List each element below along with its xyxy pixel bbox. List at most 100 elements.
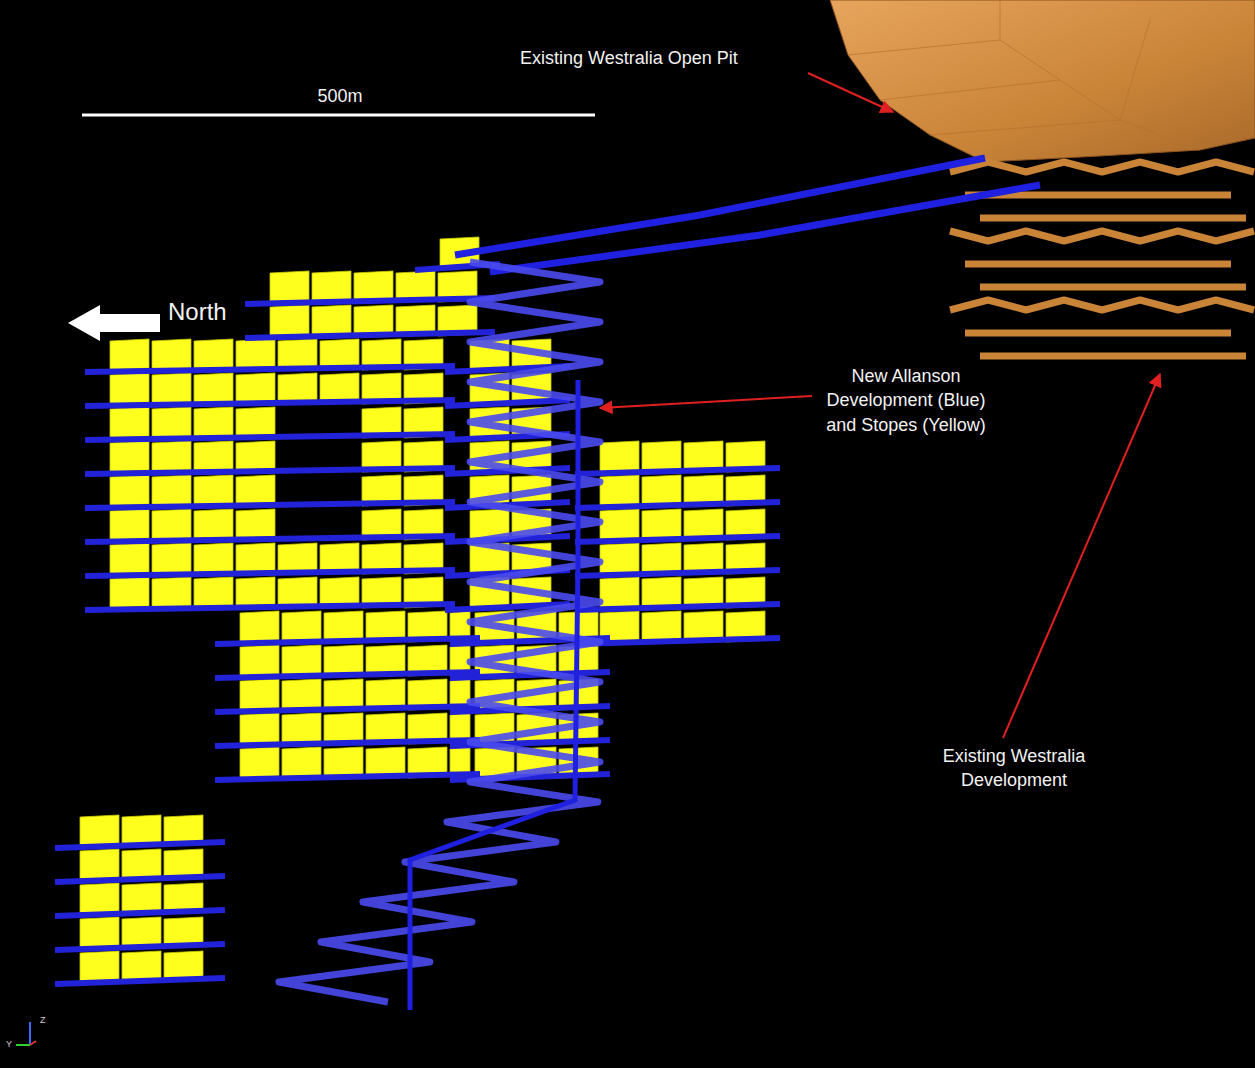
development-level [980, 353, 1246, 360]
callout-label: New Allanson Development (Blue) and Stop… [820, 364, 992, 437]
stope [152, 407, 191, 438]
stope [110, 577, 149, 608]
stope [194, 407, 233, 438]
level-drive [575, 604, 780, 610]
stope [354, 305, 393, 336]
north-label: North [168, 296, 258, 328]
development-level [950, 162, 1254, 172]
stope [194, 339, 233, 370]
development-level [950, 231, 1254, 241]
level-drive [445, 400, 570, 406]
stope [110, 509, 149, 540]
open-pit [830, 0, 1255, 162]
stope [152, 339, 191, 370]
stope [240, 645, 279, 676]
stope [324, 679, 363, 710]
level-drives [55, 264, 780, 984]
stope [600, 543, 639, 574]
stope [80, 917, 119, 948]
stope [152, 509, 191, 540]
stope [236, 543, 275, 574]
stope [642, 611, 681, 642]
stope [642, 543, 681, 574]
stope [236, 509, 275, 540]
stope [236, 441, 275, 472]
level-drive [575, 502, 780, 508]
axis-triad [16, 1022, 36, 1045]
scale-bar [82, 114, 595, 117]
stope [236, 339, 275, 370]
pit-facets [848, 0, 1200, 150]
access-decline [490, 185, 1040, 272]
level-drive [55, 842, 225, 848]
callout-arrow [808, 73, 893, 112]
callout-arrow [600, 396, 812, 408]
stope [240, 679, 279, 710]
level-drive [85, 570, 455, 576]
pit-facet [1060, 80, 1120, 120]
pit-facet [880, 80, 1060, 100]
level-drive [85, 536, 455, 542]
stope [282, 713, 321, 744]
decline [279, 158, 1040, 1010]
stope [194, 441, 233, 472]
stope [122, 951, 161, 982]
axis-line [30, 1041, 36, 1045]
stope [240, 747, 279, 778]
stope [236, 407, 275, 438]
stope [270, 305, 309, 336]
stope [152, 441, 191, 472]
stope [110, 475, 149, 506]
axis-line [29, 1022, 31, 1045]
level-drive [575, 536, 780, 542]
stope [110, 339, 149, 370]
stope [642, 577, 681, 608]
level-drive [55, 978, 225, 984]
stope [282, 611, 321, 642]
development-level [965, 330, 1231, 337]
stope [282, 679, 321, 710]
stope [324, 611, 363, 642]
stope [312, 271, 351, 302]
stope [194, 543, 233, 574]
axis-label: Y [6, 1038, 20, 1050]
stope [80, 815, 119, 846]
stope [354, 271, 393, 302]
stope [122, 883, 161, 914]
stope [324, 747, 363, 778]
level-drive [85, 434, 455, 440]
stope [110, 543, 149, 574]
stope [122, 815, 161, 846]
level-drive [85, 468, 455, 474]
stope [600, 441, 639, 472]
level-drive [245, 332, 495, 338]
development-level [980, 215, 1246, 222]
level-drive [215, 706, 480, 712]
callout-label: Existing Westralia Open Pit [520, 46, 800, 70]
stope [600, 509, 639, 540]
stope [324, 713, 363, 744]
level-drive [215, 638, 480, 644]
pit-facet [1120, 120, 1200, 150]
stope [110, 441, 149, 472]
stope [152, 577, 191, 608]
level-drive [215, 740, 480, 746]
stope [282, 645, 321, 676]
stope [80, 951, 119, 982]
level-drive [55, 910, 225, 916]
level-drive [55, 876, 225, 882]
level-drive [215, 774, 480, 780]
development-level [980, 284, 1246, 291]
level-drive [85, 502, 455, 508]
stope [270, 271, 309, 302]
level-drive [85, 366, 455, 372]
stope [122, 917, 161, 948]
stope [80, 883, 119, 914]
callout-label: Existing Westralia Development [908, 744, 1120, 793]
stope [194, 577, 233, 608]
pit-facet [848, 40, 1000, 55]
stope [110, 373, 149, 404]
stope [240, 611, 279, 642]
stope [324, 645, 363, 676]
